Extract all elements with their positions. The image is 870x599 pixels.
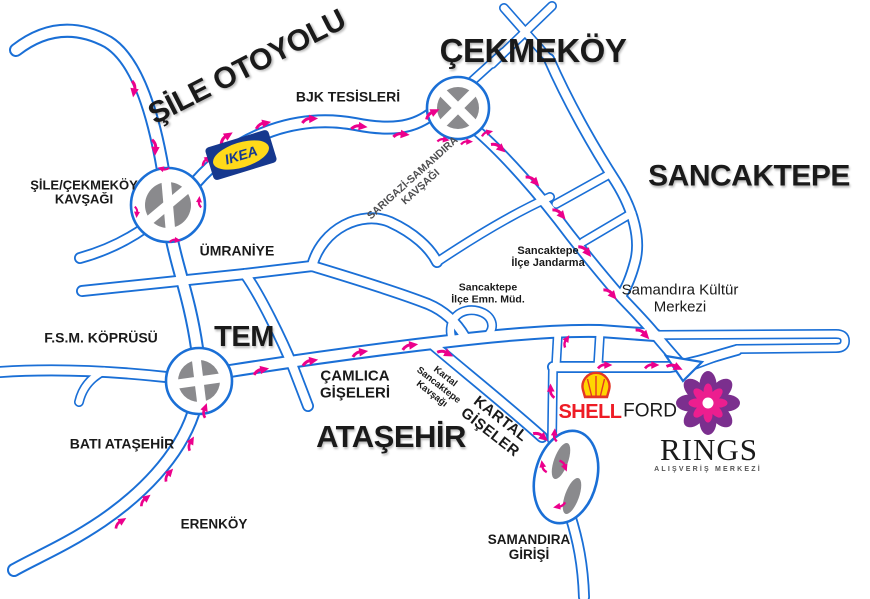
roundabout-sile-cekmekoy (129, 166, 207, 244)
shell-icon (581, 371, 611, 399)
rings-flower-icon (676, 371, 740, 435)
roundabout-tem (164, 346, 234, 416)
roundabout-samandira-girisi (532, 429, 600, 525)
ikea-logo: IKEA (205, 130, 277, 180)
roads-surface (0, 2, 849, 599)
roundabout-cekmekoy (425, 75, 491, 141)
